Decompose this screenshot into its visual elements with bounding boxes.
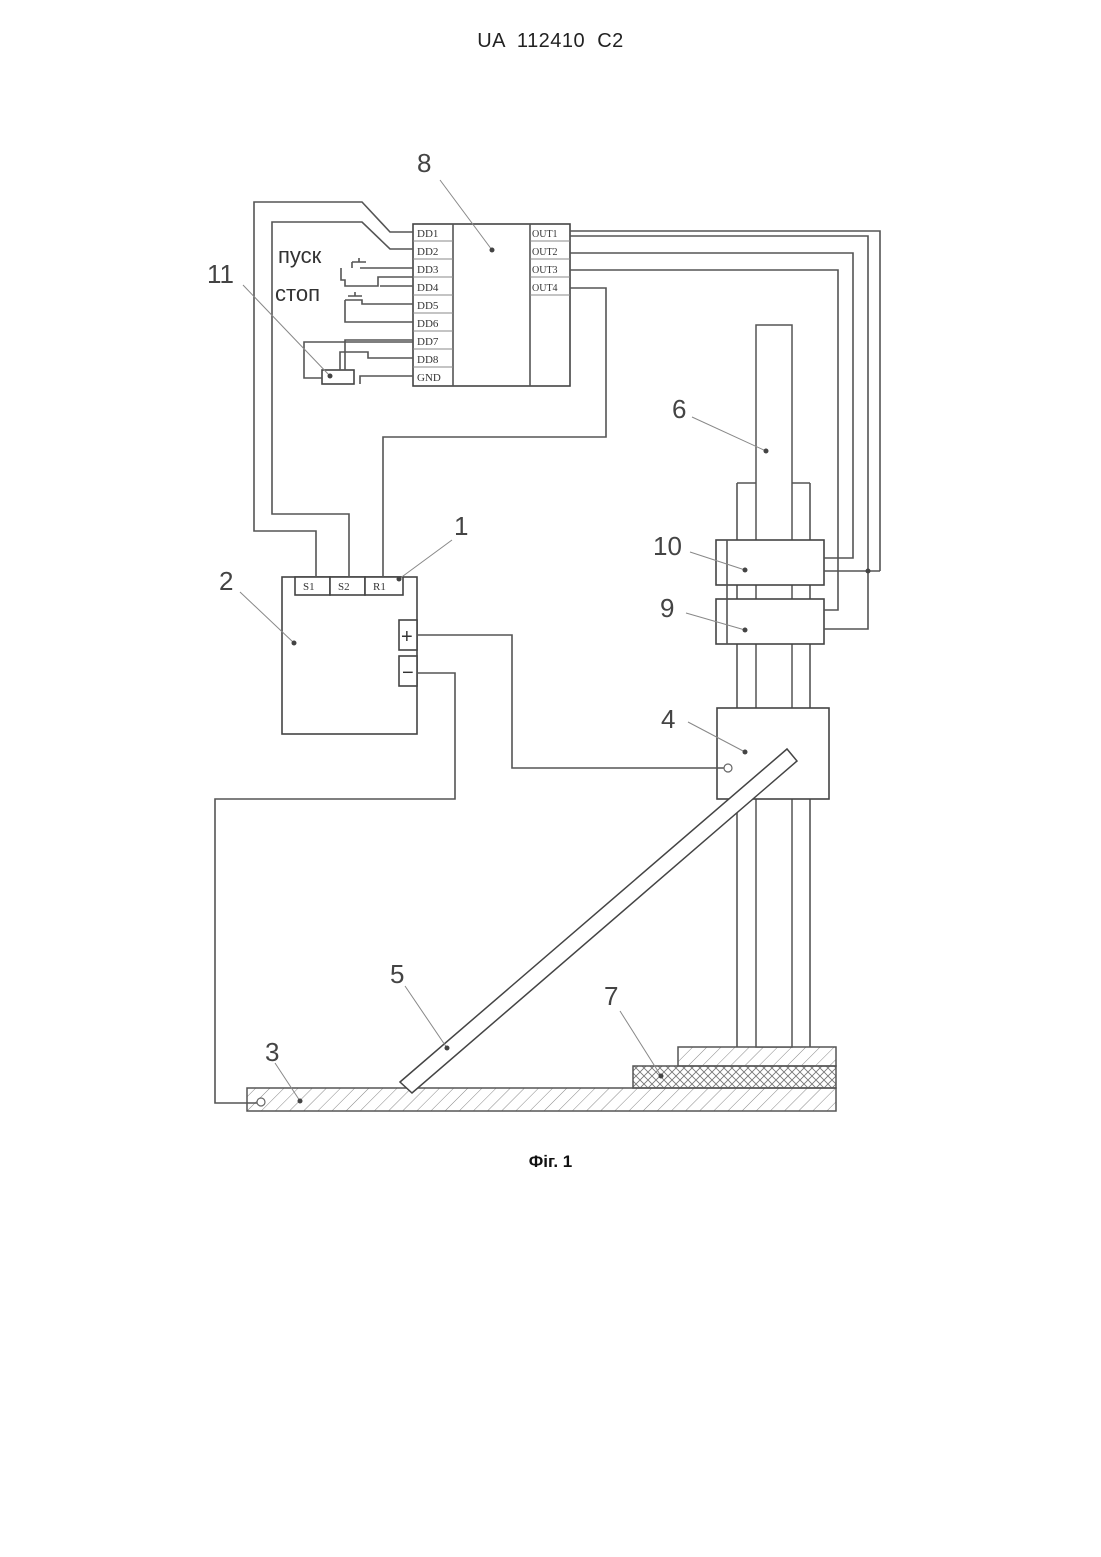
pin-s2: S2 (338, 581, 350, 593)
clamp-4 (717, 708, 829, 799)
pad-7-lower (633, 1066, 836, 1088)
terminal-minus: − (402, 662, 414, 684)
pin-dd6: DD6 (417, 318, 439, 330)
pin-out1: OUT1 (532, 229, 558, 240)
pin-r1: R1 (373, 581, 386, 593)
pin-s1: S1 (303, 581, 315, 593)
stop-switch-icon (345, 286, 413, 322)
label-3: 3 (265, 1037, 279, 1067)
column-6 (756, 325, 792, 1047)
stop-button-label: стоп (275, 281, 320, 306)
block-10 (716, 540, 824, 585)
pin-out2: OUT2 (532, 247, 558, 258)
label-4: 4 (661, 704, 675, 734)
start-button-label: пуск (278, 243, 322, 268)
label-6: 6 (672, 394, 686, 424)
pin-out4: OUT4 (532, 283, 558, 294)
start-switch-icon (341, 258, 413, 286)
base-plate-3 (247, 1088, 836, 1111)
pin-dd7: DD7 (417, 336, 439, 348)
pad-7-upper (678, 1047, 836, 1066)
terminal-plus: + (401, 626, 413, 648)
label-8: 8 (417, 148, 431, 178)
pin-dd8: DD8 (417, 354, 439, 366)
label-10: 10 (653, 531, 682, 561)
pin-out3: OUT3 (532, 265, 558, 276)
label-11: 11 (207, 259, 234, 289)
label-5: 5 (390, 959, 404, 989)
label-7: 7 (604, 981, 618, 1011)
label-2: 2 (219, 566, 233, 596)
block-9 (716, 599, 824, 644)
pin-dd4: DD4 (417, 282, 439, 294)
label-9: 9 (660, 593, 674, 623)
figure-caption: Фіг. 1 (0, 1152, 1101, 1172)
label-1: 1 (454, 511, 468, 541)
pin-dd2: DD2 (417, 246, 438, 258)
pin-gnd: GND (417, 372, 441, 384)
pin-dd3: DD3 (417, 264, 439, 276)
pin-dd1: DD1 (417, 228, 438, 240)
pin-dd5: DD5 (417, 300, 439, 312)
unit-2 (282, 577, 417, 734)
